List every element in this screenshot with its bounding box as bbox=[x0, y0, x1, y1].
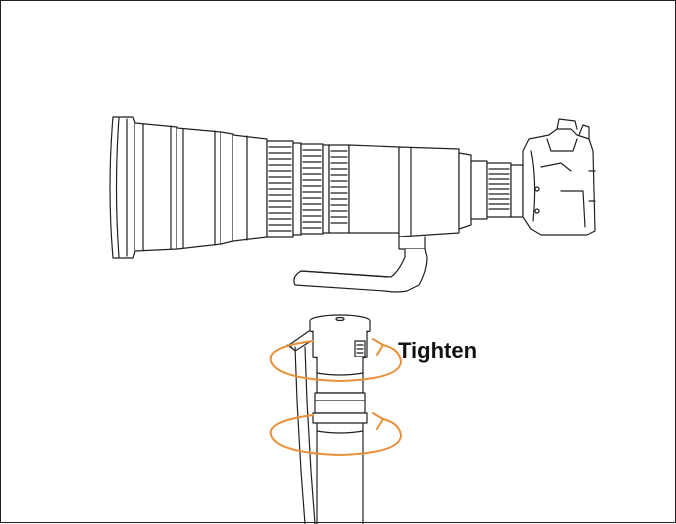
rear-ring bbox=[486, 162, 512, 218]
upper-rotation-arrow bbox=[269, 338, 402, 382]
camera-body bbox=[522, 118, 596, 236]
tripod-foot bbox=[293, 236, 428, 293]
monopod bbox=[286, 314, 371, 524]
zoom-ring bbox=[300, 143, 324, 235]
tighten-label: Tighten bbox=[398, 338, 478, 363]
control-ring bbox=[328, 144, 350, 234]
lower-rotation-arrow bbox=[269, 412, 402, 456]
focus-ring bbox=[266, 140, 294, 238]
telephoto-lens bbox=[109, 116, 524, 259]
